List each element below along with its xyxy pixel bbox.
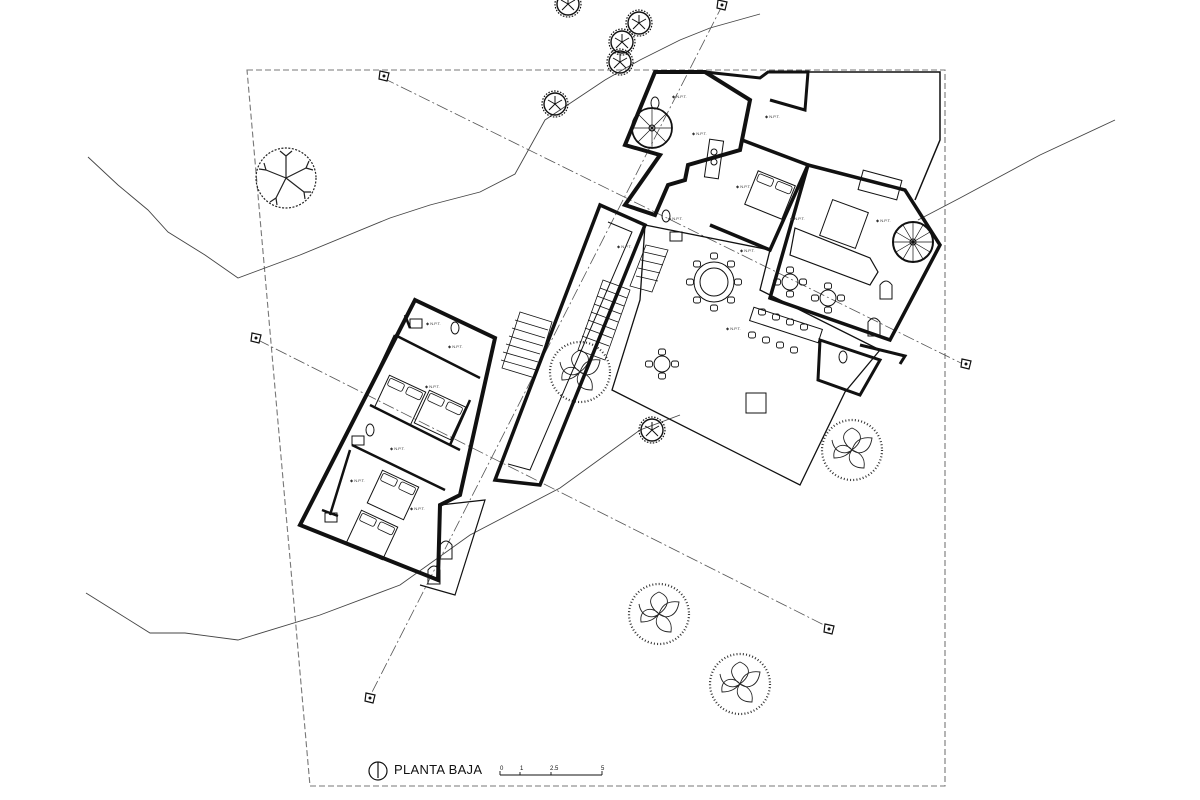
scale-label-3: 5 bbox=[601, 766, 605, 772]
svg-text:◆ N.P.T.: ◆ N.P.T. bbox=[692, 131, 707, 136]
scale-label-1: 1 bbox=[520, 766, 524, 772]
scale-label-2: 2.5 bbox=[550, 766, 559, 772]
north-arrow-icon bbox=[368, 761, 388, 781]
property-boundary bbox=[246, 69, 946, 787]
svg-text:◆ N.P.T.: ◆ N.P.T. bbox=[425, 384, 440, 389]
svg-text:◆ N.P.T.: ◆ N.P.T. bbox=[765, 114, 780, 119]
plan-title: PLANTA BAJA bbox=[394, 762, 483, 777]
scale-bar bbox=[499, 771, 603, 776]
svg-text:◆ N.P.T.: ◆ N.P.T. bbox=[740, 248, 755, 253]
axis-markers bbox=[250, 0, 972, 704]
svg-text:◆ N.P.T.: ◆ N.P.T. bbox=[876, 218, 891, 223]
terrain-lines bbox=[85, 13, 1116, 641]
svg-text:◆ N.P.T.: ◆ N.P.T. bbox=[426, 321, 441, 326]
building-walls bbox=[297, 70, 943, 596]
stairs bbox=[500, 244, 669, 379]
svg-text:◆ N.P.T.: ◆ N.P.T. bbox=[350, 478, 365, 483]
svg-text:◆ N.P.T.: ◆ N.P.T. bbox=[668, 216, 683, 221]
svg-text:◆ N.P.T.: ◆ N.P.T. bbox=[672, 94, 687, 99]
furniture bbox=[324, 96, 903, 585]
svg-text:◆ N.P.T.: ◆ N.P.T. bbox=[790, 216, 805, 221]
svg-text:◆ N.P.T.: ◆ N.P.T. bbox=[410, 506, 425, 511]
spiral-stairs bbox=[631, 107, 934, 263]
svg-text:◆ N.P.T.: ◆ N.P.T. bbox=[617, 244, 632, 249]
svg-text:◆ N.P.T.: ◆ N.P.T. bbox=[448, 344, 463, 349]
scale-label-0: 0 bbox=[500, 766, 504, 772]
svg-text:◆ N.P.T.: ◆ N.P.T. bbox=[736, 184, 751, 189]
trees bbox=[255, 0, 884, 716]
level-marks: ◆ N.P.T. ◆ N.P.T. ◆ N.P.T. ◆ N.P.T. ◆ N.… bbox=[350, 94, 891, 511]
svg-text:◆ N.P.T.: ◆ N.P.T. bbox=[726, 326, 741, 331]
svg-text:◆ N.P.T.: ◆ N.P.T. bbox=[390, 446, 405, 451]
